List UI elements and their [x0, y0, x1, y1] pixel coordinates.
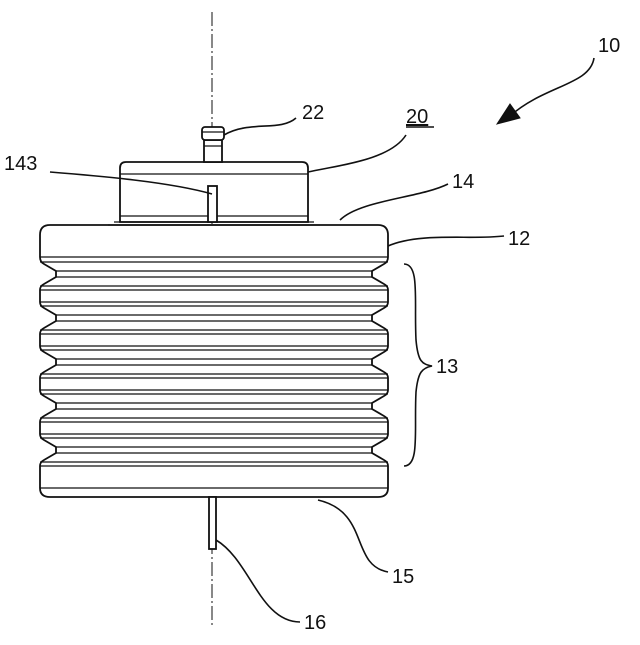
pin: [208, 186, 217, 222]
leader-20: [308, 135, 406, 172]
label-14: 14: [452, 171, 474, 193]
label-22: 22: [302, 102, 324, 124]
label-20: 20: [406, 106, 428, 128]
bottom-tab: [209, 497, 216, 549]
connector: [202, 127, 224, 162]
leader-14: [340, 184, 448, 220]
bellows-body: [40, 225, 388, 497]
label-15: 15: [392, 566, 414, 588]
label-10: 10: [598, 35, 620, 57]
label-12: 12: [508, 228, 530, 250]
leader-16: [216, 540, 300, 622]
label-16: 16: [304, 612, 326, 634]
assembly-arrow: [497, 58, 594, 124]
label-13: 13: [436, 356, 458, 378]
leader-15: [318, 500, 388, 572]
label-143: 143: [4, 153, 37, 175]
leader-12: [388, 236, 504, 246]
leader-22: [224, 118, 296, 135]
brace-13: [404, 264, 432, 466]
